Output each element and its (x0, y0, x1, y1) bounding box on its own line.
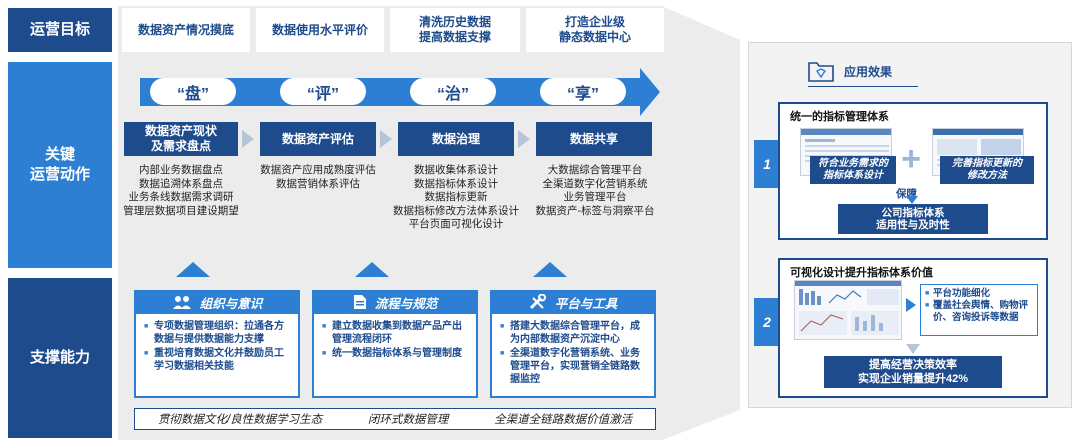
support-title: 组织与意识 (134, 290, 300, 314)
stage-detail: 数据追溯体系盘点 (139, 177, 223, 190)
stage-detail: 数据资产应用成熟度评估 (260, 164, 376, 176)
stage-detail: 数据指标更新 (424, 191, 488, 203)
effect-tag: 符合业务需求的 指标体系设计 (810, 156, 896, 184)
stage-detail: 数据指标体系设计 (414, 177, 498, 190)
goal-item: 打造企业级 静态数据中心 (526, 8, 664, 52)
bottom-bar: 贯彻数据文化/良性数据学习生态 闭环式数据管理 全渠道全链路数据价值激活 (134, 408, 656, 430)
stage-title: 数据资产评估 (260, 122, 376, 156)
folder-diamond-icon (808, 62, 834, 82)
support-item: 重视培育数据文化并鼓励员工学习数据相关技能 (144, 347, 290, 373)
support-title-text: 组织与意识 (199, 296, 263, 311)
card-result: 公司指标体系 适用性与及时性 (838, 204, 988, 234)
up-arrow (533, 262, 567, 277)
feature-item: ■平台功能细化 (925, 288, 991, 299)
stage-detail: 平台页面可视化设计 (408, 218, 504, 230)
support-item: 统一数据指标体系与管理制度 (322, 347, 468, 360)
bottom-bar-item: 全渠道全链路数据价值激活 (494, 414, 633, 426)
flow-word: “享” (540, 78, 626, 105)
row-label-goals: 运营目标 (8, 8, 112, 52)
stage-detail: 数据指标修改方法体系设计 (393, 204, 519, 217)
support-title-text: 平台与工具 (554, 296, 618, 311)
support-item: 搭建大数据综合管理平台，成为内部数据资产沉淀中心 (500, 320, 646, 346)
stage-detail: 数据营销体系评估 (276, 177, 360, 190)
stage-detail: 数据收集体系设计 (414, 164, 498, 176)
stage-title: 数据资产现状 及需求盘点 (124, 122, 238, 156)
document-icon (353, 295, 366, 309)
support-item: 全渠道数字化营销系统、业务管理平台，实现营销全链路数据监控 (500, 347, 646, 386)
stage-detail: 管理层数据项目建设期望 (123, 204, 239, 217)
feature-text: 覆盖社会舆情、购物评价、咨询投诉等数据 (933, 300, 1029, 323)
stage-detail: 数据资产-标签与洞察平台 (535, 204, 655, 217)
header-divider (808, 86, 918, 87)
tools-icon (529, 294, 546, 310)
feature-list: ■平台功能细化 ■覆盖社会舆情、购物评价、咨询投诉等数据 (920, 284, 1038, 336)
stage-detail: 业务条线数据需求调研 (128, 191, 234, 203)
support-title: 平台与工具 (490, 290, 656, 314)
stage-detail: 业务管理平台 (563, 191, 627, 203)
flow-word: “治” (410, 78, 496, 105)
card-title: 统一的指标管理体系 (790, 111, 889, 123)
stage-arrow (380, 130, 392, 148)
right-arrow (906, 298, 916, 312)
dashboard-thumbnail (794, 280, 902, 340)
stage-title: 数据共享 (536, 122, 652, 156)
down-arrow (906, 196, 918, 204)
card-number: 1 (754, 140, 780, 188)
up-arrow (355, 262, 389, 277)
stage-title: 数据治理 (398, 122, 514, 156)
goal-item: 清洗历史数据 提高数据支撑 (390, 8, 520, 52)
support-item: 建立数据收集到数据产品产出管理流程闭环 (322, 320, 468, 346)
stage-arrow (518, 130, 530, 148)
support-title-text: 流程与规范 (374, 296, 438, 311)
flow-arrow (140, 68, 660, 116)
effect-tag: 完善指标更新的 修改方法 (940, 156, 1034, 184)
stage-details: 内部业务数据盘点 数据追溯体系盘点 业务条线数据需求调研 管理层数据项目建设期望 (118, 164, 244, 218)
effects-header: 应用效果 (808, 56, 948, 86)
goal-item: 数据资产情况摸底 (122, 8, 250, 52)
card-number: 2 (754, 298, 780, 346)
support-body: 建立数据收集到数据产品产出管理流程闭环 统一数据指标体系与管理制度 (312, 314, 478, 398)
row-label-support: 支撑能力 (8, 278, 112, 438)
flow-word: “盘” (150, 78, 236, 105)
bottom-bar-item: 闭环式数据管理 (367, 414, 449, 426)
stage-detail: 大数据综合管理平台 (547, 164, 643, 176)
stage-details: 数据资产应用成熟度评估 数据营销体系评估 (252, 164, 384, 191)
support-title: 流程与规范 (312, 290, 478, 314)
people-icon (172, 296, 191, 309)
flow-word: “评” (280, 78, 366, 105)
goal-item: 数据使用水平评价 (256, 8, 384, 52)
stage-arrow (242, 130, 254, 148)
stage-details: 大数据综合管理平台 全渠道数字化营销系统 业务管理平台 数据资产-标签与洞察平台 (528, 164, 662, 218)
stage-details: 数据收集体系设计 数据指标体系设计 数据指标更新 数据指标修改方法体系设计 平台… (386, 164, 526, 232)
effects-header-text: 应用效果 (844, 64, 893, 79)
stage-detail: 全渠道数字化营销系统 (542, 177, 648, 190)
support-body: 搭建大数据综合管理平台，成为内部数据资产沉淀中心 全渠道数字化营销系统、业务管理… (490, 314, 656, 398)
stage-detail: 内部业务数据盘点 (139, 164, 223, 176)
feature-text: 平台功能细化 (933, 288, 991, 299)
support-body: 专项数据管理组织：拉通各方数据与提供数据能力支撑 重视培育数据文化并鼓励员工学习… (134, 314, 300, 398)
plus-sign: + (901, 139, 921, 178)
row-label-actions: 关键 运营动作 (8, 62, 112, 268)
up-arrow (176, 262, 210, 277)
down-arrow (906, 344, 920, 354)
feature-item: ■覆盖社会舆情、购物评价、咨询投诉等数据 (925, 300, 1029, 323)
card-title: 可视化设计提升指标体系价值 (790, 267, 933, 279)
card-result: 提高经营决策效率 实现企业销量提升42% (824, 356, 1002, 388)
support-item: 专项数据管理组织：拉通各方数据与提供数据能力支撑 (144, 320, 290, 346)
bottom-bar-item: 贯彻数据文化/良性数据学习生态 (157, 414, 323, 426)
